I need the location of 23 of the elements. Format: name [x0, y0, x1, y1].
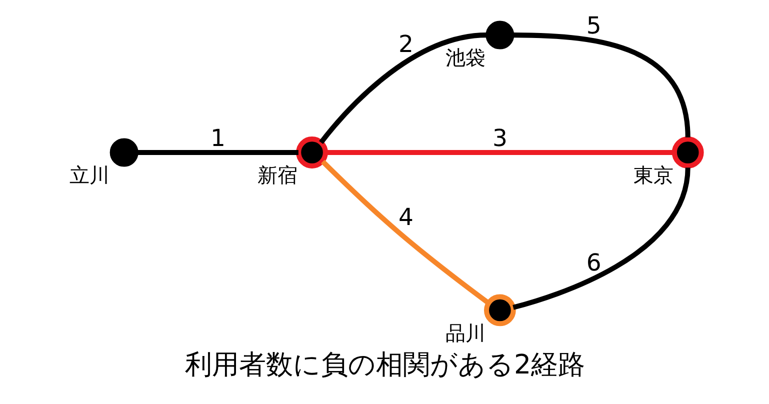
connector [137, 150, 298, 156]
node-label: 東京 [632, 163, 673, 188]
connector [512, 32, 690, 138]
edge-label: 5 [586, 12, 601, 40]
connector [318, 32, 486, 144]
connector [320, 160, 490, 305]
node-circle [671, 136, 704, 168]
node-circle [485, 20, 514, 50]
edge-label: 1 [210, 124, 226, 152]
connector [512, 167, 690, 310]
node-circle [109, 138, 138, 167]
edge-label: 3 [492, 124, 507, 152]
node-circle [296, 136, 328, 168]
node-label: 池袋 [445, 46, 486, 70]
node-label: 立川 [69, 163, 110, 188]
caption: 利用者数に負の相関がある2経路 [184, 350, 585, 381]
node-label: 品川 [445, 320, 486, 345]
node-label: 新宿 [257, 163, 298, 188]
node-circle [484, 294, 516, 326]
edge-label: 4 [398, 202, 413, 231]
connector [326, 150, 674, 156]
edge-label: 2 [398, 30, 413, 58]
edge-label: 6 [586, 248, 601, 276]
